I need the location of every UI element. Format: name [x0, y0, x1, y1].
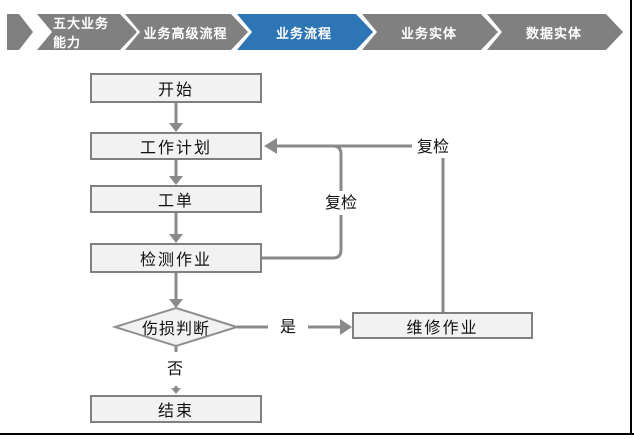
nav-step-business-capabilities[interactable]: 五大业务能力 — [37, 14, 137, 50]
nav-step-business-entity[interactable]: 业务实体 — [362, 14, 498, 50]
edge-label-recheck-outer: 复检 — [411, 136, 455, 158]
edge-label-recheck-inner: 复检 — [319, 191, 363, 215]
window-right-border — [630, 0, 632, 435]
flow-node-end: 结束 — [90, 395, 262, 423]
nav-step-data-entity[interactable]: 数据实体 — [487, 14, 623, 50]
edge-label-yes: 是 — [267, 316, 309, 338]
nav-step-advanced-process[interactable]: 业务高级流程 — [125, 14, 248, 50]
window-bottom-border — [0, 433, 634, 435]
edge-label-no: 否 — [162, 352, 188, 386]
flow-node-work-order: 工单 — [90, 185, 262, 213]
flow-node-work-plan: 工作计划 — [90, 132, 262, 160]
flow-node-damage-decision: 伤损判断 — [141, 319, 210, 338]
flow-node-repair-job: 维修作业 — [352, 312, 533, 339]
nav-step-business-process-active[interactable]: 业务流程 — [237, 14, 373, 50]
flow-node-inspection-job: 检测作业 — [90, 243, 262, 273]
flow-node-start: 开始 — [90, 73, 262, 103]
